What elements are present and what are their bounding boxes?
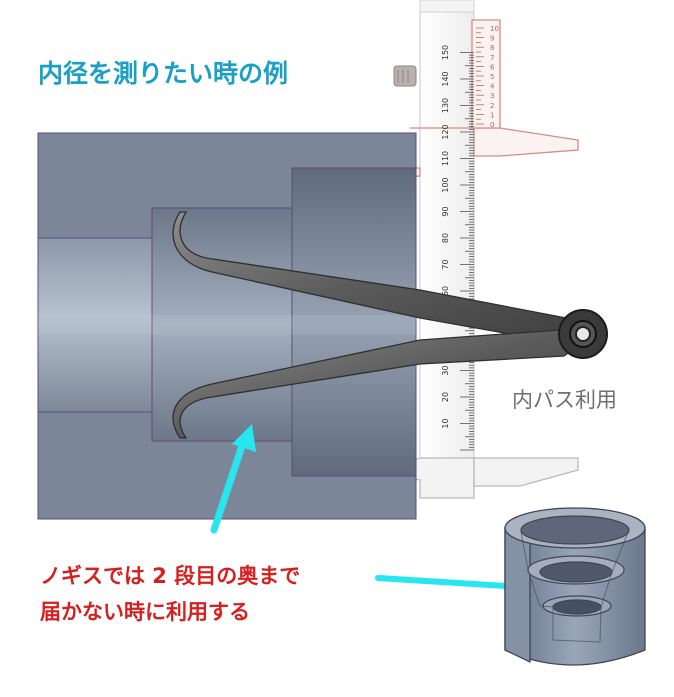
part-step-large bbox=[291, 167, 417, 477]
vernier-tick-label: 5 bbox=[490, 73, 494, 81]
scale-tick-label: 100 bbox=[441, 177, 450, 192]
scale-tick-label: 60 bbox=[441, 286, 450, 296]
caliper-beam-top bbox=[419, 0, 475, 13]
arrow-to-cup bbox=[375, 575, 509, 589]
arrow-to-step bbox=[210, 436, 248, 534]
vernier-tick-label: 9 bbox=[490, 35, 494, 43]
scale-tick-label: 20 bbox=[441, 392, 450, 402]
note-line-1: ノギスでは 2 段目の奥まで bbox=[40, 564, 301, 588]
scale-tick-label: 90 bbox=[441, 206, 450, 216]
caliper-beam bbox=[419, 9, 475, 481]
scale-tick-label: 110 bbox=[441, 151, 450, 166]
vernier-tick-label: 4 bbox=[490, 83, 495, 91]
inside-calipers-label: 内パス利用 bbox=[512, 388, 617, 412]
stepped-cup-3d bbox=[504, 507, 646, 666]
scale-tick-label: 10 bbox=[441, 418, 450, 428]
vernier-tick-label: 1 bbox=[490, 111, 494, 119]
vernier-tick-label: 0 bbox=[490, 121, 494, 129]
vernier-tick-label: 2 bbox=[490, 102, 494, 110]
caliper-thumb-knob bbox=[393, 65, 417, 87]
page-title: 内径を測りたい時の例 bbox=[38, 59, 289, 88]
inside-calipers-tool bbox=[172, 211, 608, 439]
vernier-tick-label: 10 bbox=[490, 25, 499, 33]
scale-tick-label: 150 bbox=[441, 45, 450, 60]
scale-tick-label: 80 bbox=[441, 233, 450, 243]
scale-tick-label: 30 bbox=[441, 365, 450, 375]
stepped-bore-part-section bbox=[37, 132, 417, 520]
scale-tick-label: 130 bbox=[441, 98, 450, 113]
scale-tick-label: 120 bbox=[441, 124, 450, 139]
vernier-tick-label: 6 bbox=[490, 63, 495, 71]
part-bore-small bbox=[37, 237, 153, 413]
vernier-tick-label: 8 bbox=[490, 44, 494, 52]
note-line-2: 届かない時に利用する bbox=[40, 600, 250, 624]
vernier-tick-label: 7 bbox=[490, 54, 494, 62]
scale-tick-label: 70 bbox=[441, 259, 450, 269]
caliper-scale-ticks: 102030405060708090100110120130140150 bbox=[441, 45, 474, 451]
vernier-tick-label: 3 bbox=[490, 92, 494, 100]
scale-tick-label: 140 bbox=[441, 71, 450, 86]
